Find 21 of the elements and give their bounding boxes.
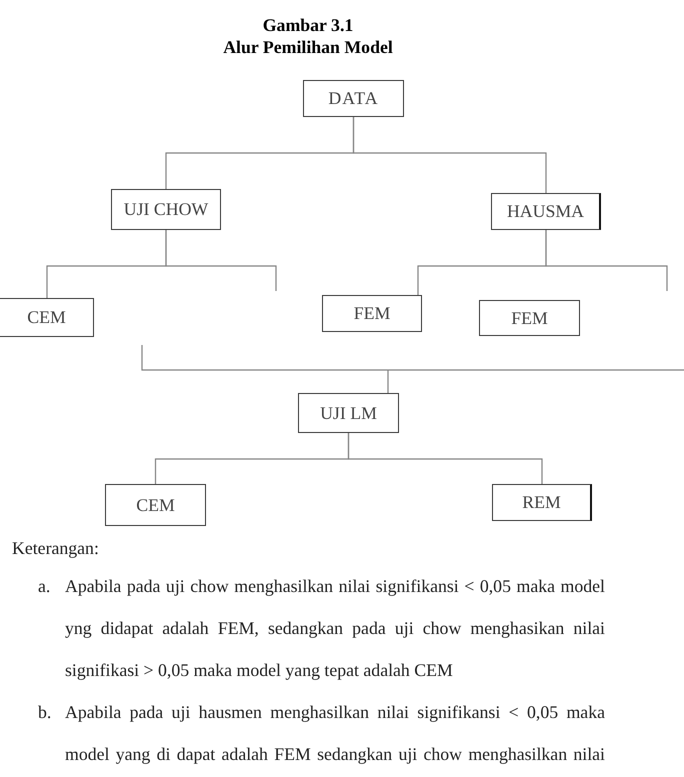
note-paragraph: Apabila pada uji hausmen menghasilkan nilai signifikansi < 0,05 maka model yang di dapat adalah FEM sedangkan uji chow menghasilkan nilai xyxy=(65,701,605,766)
list-marker: b. xyxy=(38,701,52,724)
process-box: FEM xyxy=(322,295,422,332)
figure-title: Gambar 3.1 xyxy=(262,14,354,36)
notes-heading: Keterangan: xyxy=(12,537,99,560)
process-box: UJI CHOW xyxy=(111,189,221,230)
process-box: HAUSMA xyxy=(491,193,601,230)
process-box: UJI LM xyxy=(298,393,399,433)
process-box: FEM xyxy=(479,300,580,336)
connector-line xyxy=(165,230,277,291)
connector-line xyxy=(348,433,543,484)
process-box: CEM xyxy=(0,298,94,337)
connector-line xyxy=(352,117,547,193)
note-paragraph: Apabila pada uji chow menghasilkan nilai signifikansi < 0,05 maka model yng didapat adalah FEM, sedangkan pada uji chow menghasikan nilai signifikasi > 0,05 maka model yang tepat adalah CEM xyxy=(65,575,605,682)
process-box: CEM xyxy=(105,484,206,526)
connector-line xyxy=(141,344,684,394)
connector-line xyxy=(545,230,668,291)
process-box: DATA xyxy=(303,80,404,117)
list-marker: a. xyxy=(38,575,50,598)
process-box: REM xyxy=(492,484,592,521)
figure-subtitle: Alur Pemilihan Model xyxy=(222,36,394,58)
